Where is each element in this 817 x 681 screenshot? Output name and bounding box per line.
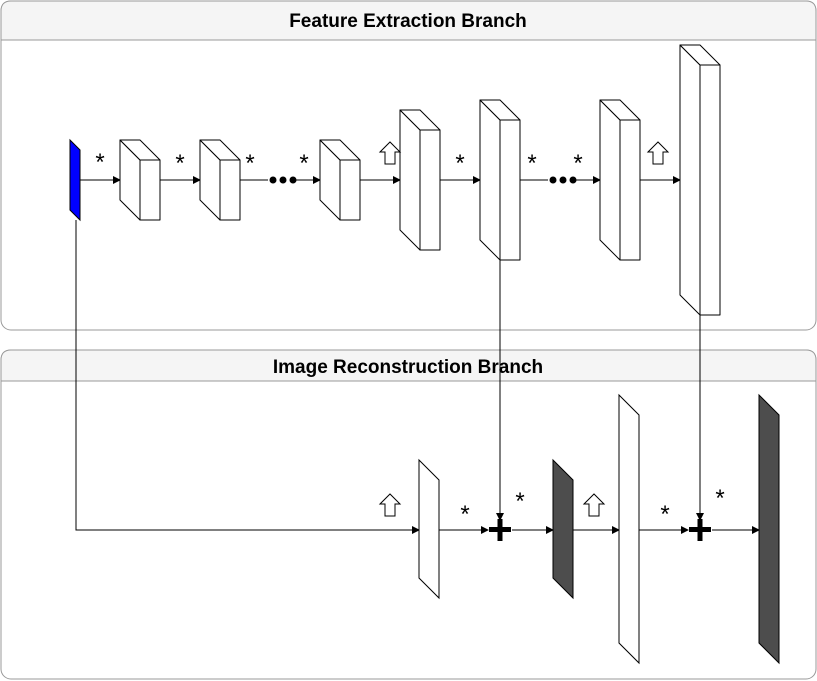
feature-block bbox=[319, 139, 361, 221]
skip-connection bbox=[75, 220, 420, 534]
addition-node bbox=[489, 519, 511, 541]
upsample-icon bbox=[582, 493, 606, 517]
conv-symbol: * bbox=[455, 150, 464, 177]
conv-symbol: * bbox=[573, 150, 582, 177]
feature-block-upsampled bbox=[399, 109, 441, 251]
feature-block-upsampled bbox=[599, 99, 641, 261]
conv-symbol: * bbox=[515, 488, 524, 515]
feature-block-upsampled bbox=[479, 99, 521, 261]
upsample-icon bbox=[378, 493, 402, 517]
ellipsis-icon bbox=[269, 176, 297, 184]
feature-block bbox=[199, 139, 241, 221]
conv-symbol: * bbox=[715, 485, 724, 512]
conv-symbol: * bbox=[95, 149, 104, 176]
upsample-icon bbox=[378, 141, 402, 165]
conv-symbol: * bbox=[299, 150, 308, 177]
feature-block-large bbox=[679, 44, 721, 316]
image-reconstruction-panel: Image Reconstruction Branch bbox=[0, 349, 817, 680]
addition-node bbox=[689, 519, 711, 541]
connection-lines bbox=[75, 176, 760, 534]
feature-extraction-title: Feature Extraction Branch bbox=[289, 11, 527, 32]
feature-block bbox=[119, 139, 161, 221]
ellipsis-icon bbox=[549, 176, 577, 184]
conv-symbol: * bbox=[175, 150, 184, 177]
image-reconstruction-title: Image Reconstruction Branch bbox=[273, 357, 543, 378]
conv-symbol: * bbox=[460, 501, 469, 528]
input-image-block bbox=[69, 138, 81, 222]
upsample-icon bbox=[646, 141, 670, 165]
image-reconstruction-header bbox=[0, 349, 817, 382]
upsampled-input-block bbox=[418, 458, 440, 600]
conv-symbol: * bbox=[245, 150, 254, 177]
final-output-block bbox=[758, 393, 780, 665]
feature-extraction-header bbox=[0, 0, 817, 41]
conv-symbol: * bbox=[660, 501, 669, 528]
output-block bbox=[552, 458, 574, 600]
conv-symbol: * bbox=[527, 150, 536, 177]
upsampled-output-block bbox=[618, 393, 640, 665]
